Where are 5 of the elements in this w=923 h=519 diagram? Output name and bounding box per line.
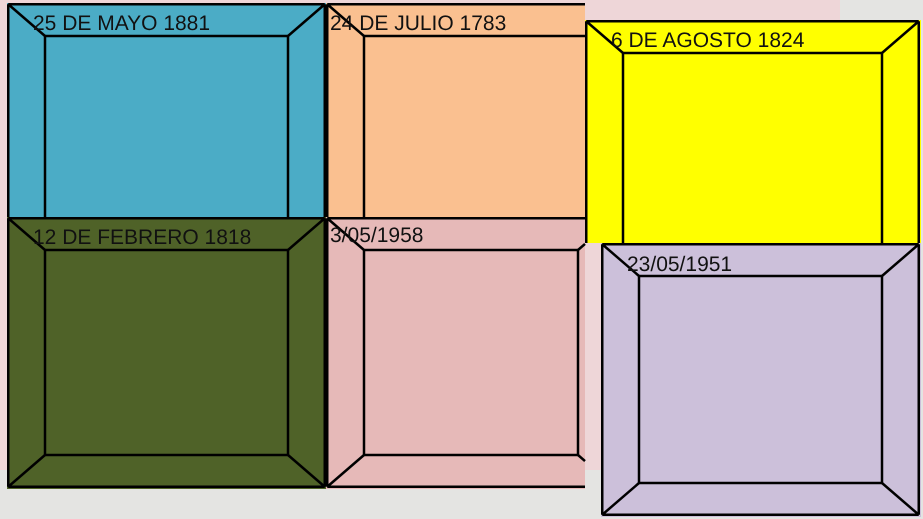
date-label: 23/05/1951	[627, 254, 732, 275]
date-label: 25 DE MAYO 1881	[33, 13, 210, 34]
date-label: 24 DE JULIO 1783	[330, 13, 506, 34]
date-label: 6 DE AGOSTO 1824	[611, 30, 804, 51]
date-label: 12 DE FEBRERO 1818	[33, 227, 252, 248]
